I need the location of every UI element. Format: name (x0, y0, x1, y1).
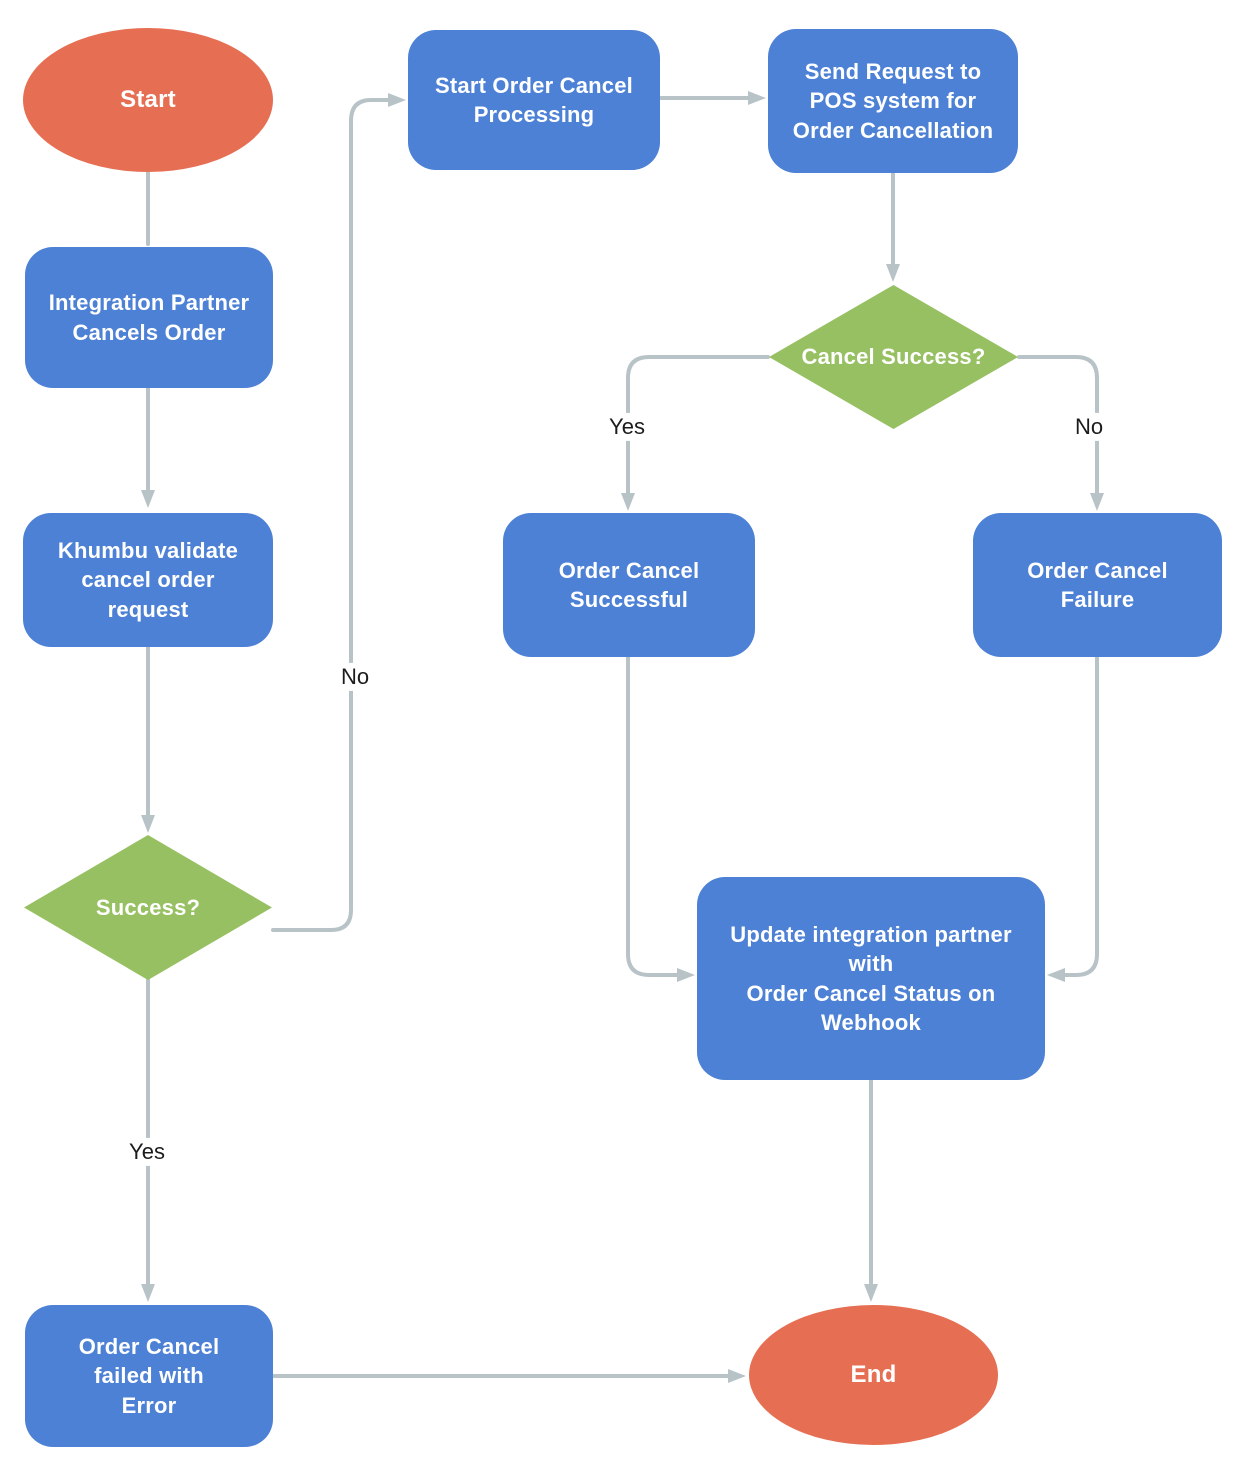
node-start-order-cancel-processing: Start Order Cancel Processing (408, 30, 660, 170)
node-end: End (749, 1305, 998, 1445)
node-send-request-pos: Send Request to POS system for Order Can… (768, 29, 1018, 173)
node-khumbu-validate-cancel-order-request: Khumbu validate cancel order request (23, 513, 273, 647)
edge-success-no (271, 93, 406, 932)
edge-cancel-success-yes (621, 355, 770, 511)
edge-cancel-success-no (1017, 355, 1104, 511)
node-order-cancel-failure: Order Cancel Failure (973, 513, 1222, 657)
edge-successful-to-update (626, 655, 695, 982)
node-integration-partner-cancels-order: Integration Partner Cancels Order (25, 247, 273, 388)
edge-failure-to-update (1047, 655, 1099, 982)
node-order-cancel-failed-error: Order Cancel failed with Error (25, 1305, 273, 1447)
edge-label-cancel-success-no: No (1066, 412, 1112, 442)
edge-label-success-no: No (332, 662, 378, 692)
node-update-partner-webhook: Update integration partner with Order Ca… (697, 877, 1045, 1080)
node-order-cancel-successful: Order Cancel Successful (503, 513, 755, 657)
node-start: Start (23, 28, 273, 172)
edge-label-success-yes: Yes (121, 1137, 173, 1167)
edge-label-cancel-success-yes: Yes (601, 412, 653, 442)
